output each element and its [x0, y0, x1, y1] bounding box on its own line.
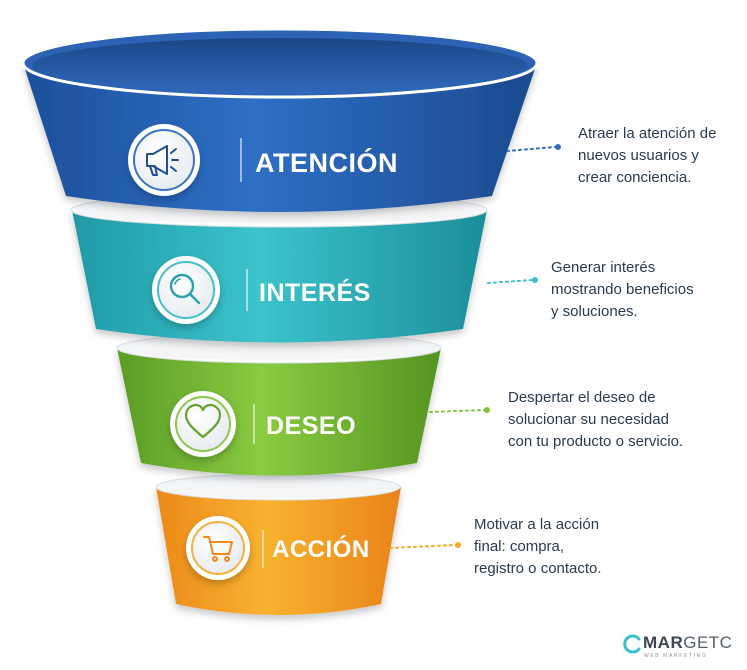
stage-badge: [170, 391, 236, 457]
connector-deseo: [429, 409, 485, 413]
funnel-stage-accion: ACCIÓN: [155, 473, 401, 615]
connector-accion: [389, 544, 456, 549]
stage-title-accion: ACCIÓN: [272, 535, 370, 563]
brand-logo: MARGETC WEB MARKETING: [623, 633, 741, 667]
connector-lines: [389, 144, 561, 549]
description-atencion: Atraer la atención de nuevos usuarios y …: [578, 125, 717, 186]
search-icon: [169, 273, 201, 305]
stage-badge: [128, 124, 200, 196]
stage-title-interes: INTERÉS: [259, 278, 371, 307]
description-deseo: Despertar el deseo de solucionar su nece…: [508, 389, 684, 450]
heart-icon: [184, 403, 222, 439]
megaphone-icon: [146, 145, 179, 176]
connector-interes: [487, 279, 533, 284]
funnel-stage-interes: INTERÉS: [70, 192, 488, 343]
stage-title-atencion: ATENCIÓN: [255, 147, 398, 178]
shopping-cart-icon: [203, 536, 233, 562]
brand-tagline: WEB MARKETING: [644, 653, 708, 659]
funnel-stage-deseo: DESEO: [116, 332, 442, 476]
stage-badge: [186, 516, 250, 580]
brand-name: MARGETC: [643, 633, 733, 652]
stage-title-deseo: DESEO: [266, 412, 356, 440]
stage-badge: [152, 256, 220, 324]
funnel-stage-atencion: ATENCIÓN: [21, 27, 539, 212]
description-accion: Motivar a la acción final: compra, regis…: [474, 516, 602, 577]
description-interes: Generar interés mostrando beneficios y s…: [551, 259, 694, 320]
brand-mark-icon: [623, 634, 641, 654]
connector-atencion: [506, 146, 556, 152]
